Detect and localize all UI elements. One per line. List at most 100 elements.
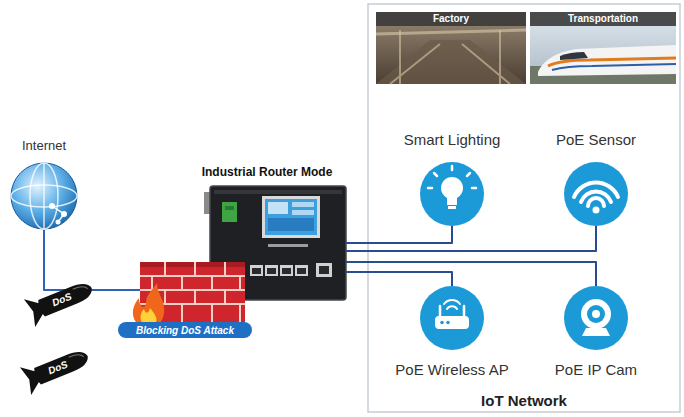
dos-bomb	[24, 274, 97, 327]
dos-bomb	[32, 348, 91, 386]
device-node: PoE IP Cam	[526, 286, 666, 378]
sensor-icon	[593, 207, 600, 214]
node-label: IoT Network	[481, 392, 567, 409]
factory-photo	[376, 12, 526, 26]
dos-bomb	[20, 342, 93, 395]
access-point-icon	[435, 316, 469, 329]
access-point-icon	[440, 306, 464, 316]
access-point-icon	[420, 286, 484, 350]
node-label: Smart Lighting	[404, 131, 501, 148]
sensor-icon	[574, 183, 618, 197]
router-body	[250, 265, 263, 276]
network-group: IoT Network Factory TransportationSmart Li…	[368, 4, 680, 412]
sensor-icon	[564, 162, 628, 226]
bulb-icon	[441, 177, 463, 199]
train-photo	[530, 12, 676, 84]
router-body	[280, 265, 293, 276]
globe-icon	[56, 220, 61, 225]
router-body	[267, 268, 276, 274]
globe-icon	[49, 203, 55, 209]
node-label: Factory	[433, 13, 469, 25]
dos-bomb	[73, 284, 88, 294]
sensor-icon	[588, 198, 604, 206]
cloud-node: Internet	[2, 139, 86, 230]
camera-icon	[564, 286, 628, 350]
node-label: Industrial Router Mode	[202, 166, 333, 180]
node-label: Transportation	[568, 13, 638, 25]
group-frame	[368, 4, 680, 412]
node-label: Blocking DoS Attack	[136, 325, 234, 337]
router-body	[225, 206, 234, 210]
network-link	[346, 226, 452, 243]
train-photo	[552, 64, 676, 70]
router-body	[265, 199, 317, 235]
device-node: PoE Sensor	[526, 131, 666, 226]
router-body	[262, 196, 320, 238]
label-pill	[118, 322, 252, 338]
train-photo	[560, 52, 588, 60]
dos-bomb	[36, 280, 95, 318]
router-body	[252, 268, 261, 274]
router-body	[316, 263, 332, 277]
globe-icon	[61, 211, 67, 217]
router-body	[297, 268, 306, 274]
access-point-icon	[446, 321, 450, 325]
router-body	[292, 210, 314, 215]
train-photo	[538, 45, 676, 76]
factory-photo	[376, 12, 526, 84]
camera-icon	[582, 328, 610, 336]
photo-panel: Factory	[376, 12, 526, 84]
camera-icon	[592, 310, 600, 318]
train-photo	[530, 12, 676, 26]
node-label: DoS	[47, 359, 70, 377]
bulb-icon	[448, 206, 456, 209]
dos-bomb	[69, 352, 84, 362]
factory-photo	[376, 12, 526, 84]
node-label: DoS	[51, 291, 74, 309]
device-node: PoE Wireless AP	[382, 286, 522, 378]
router-body	[214, 190, 342, 194]
router-body	[268, 202, 288, 214]
access-point-icon	[440, 321, 444, 325]
sensor-icon	[564, 162, 628, 226]
globe-icon	[30, 163, 58, 229]
device-node: Smart Lighting	[382, 131, 522, 226]
router-body	[222, 202, 237, 222]
access-point-icon	[420, 286, 484, 350]
node-label: Internet	[22, 139, 66, 154]
router-body	[268, 218, 314, 231]
camera-icon	[587, 305, 605, 323]
globe-icon	[43, 163, 45, 229]
sensor-icon	[581, 192, 611, 202]
camera-icon	[564, 286, 628, 350]
train-photo	[530, 12, 676, 84]
dos-bomb	[24, 294, 47, 327]
camera-icon	[581, 299, 611, 329]
bulb-icon	[428, 166, 476, 188]
router-body	[295, 265, 308, 276]
fire-symbol	[133, 283, 164, 328]
router-body	[265, 265, 278, 276]
factory-photo	[376, 30, 526, 34]
access-point-icon	[447, 306, 457, 309]
firewall-wall	[140, 262, 245, 267]
node-label: PoE Wireless AP	[395, 361, 508, 378]
attack-bomb: DoS	[33, 281, 92, 319]
dos-bomb	[20, 362, 43, 395]
bulb-icon	[420, 162, 484, 226]
node-label: PoE Sensor	[556, 131, 636, 148]
factory-photo	[390, 30, 510, 84]
router-body	[268, 244, 308, 247]
photo-panel: Transportation	[530, 12, 676, 84]
firewall-wall	[152, 262, 240, 322]
router-device: Industrial Router Mode	[188, 166, 346, 300]
firewall-node: Blocking DoS Attack	[118, 260, 252, 339]
globe-icon	[11, 163, 77, 229]
router-body	[292, 202, 314, 207]
access-point-icon	[444, 300, 460, 304]
network-link	[346, 226, 596, 251]
